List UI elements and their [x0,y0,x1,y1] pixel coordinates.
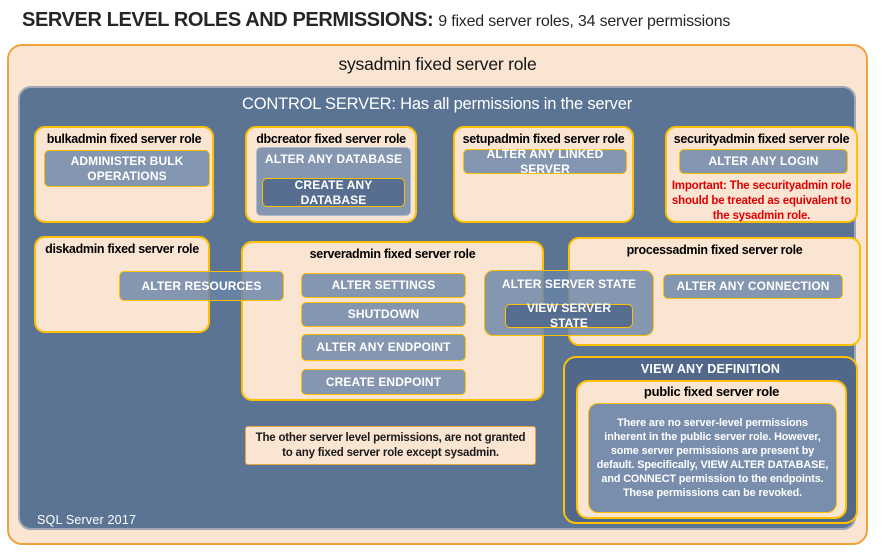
sysadmin-role-box: sysadmin fixed server role CONTROL SERVE… [7,44,868,545]
page-title-sub: 9 fixed server roles, 34 server permissi… [438,13,731,30]
setupadmin-role-box: setupadmin fixed server role ALTER ANY L… [453,126,634,223]
securityadmin-role-box: securityadmin fixed server role ALTER AN… [665,126,858,223]
page-title: SERVER LEVEL ROLES AND PERMISSIONS:9 fix… [22,9,730,32]
permission-alter-any-login: ALTER ANY LOGIN [679,149,848,174]
view-any-definition-label: VIEW ANY DEFINITION [640,362,781,376]
permission-view-server-state: VIEW SERVER STATE [505,301,633,330]
other-permissions-note: The other server level permissions, are … [245,426,536,465]
permission-alter-any-database-label: ALTER ANY DATABASE [264,152,403,166]
dbcreator-role-title: dbcreator fixed server role [256,132,406,146]
securityadmin-warning-text: Important: The securityadmin role should… [671,180,852,222]
serveradmin-role-title: serveradmin fixed server role [309,247,476,261]
permission-create-endpoint: CREATE ENDPOINT [301,369,466,395]
permission-alter-any-database: ALTER ANY DATABASE CREATE ANY DATABASE [256,147,411,216]
permission-alter-settings: ALTER SETTINGS [301,273,466,298]
public-role-box: public fixed server role There are no se… [576,380,847,519]
control-server-label: CONTROL SERVER: Has all permissions in t… [242,95,632,113]
permission-alter-server-state: ALTER SERVER STATE VIEW SERVER STATE [484,270,654,336]
permission-alter-server-state-label: ALTER SERVER STATE [501,277,637,291]
permission-alter-any-linked-server: ALTER ANY LINKED SERVER [463,147,627,176]
diskadmin-role-title: diskadmin fixed server role [45,242,199,256]
bulkadmin-role-box: bulkadmin fixed server role ADMINISTER B… [34,126,214,223]
public-role-title: public fixed server role [643,384,780,399]
sql-server-version-label: SQL Server 2017 [37,513,137,527]
permission-shutdown: SHUTDOWN [301,302,466,327]
permission-alter-any-endpoint: ALTER ANY ENDPOINT [301,334,466,361]
sysadmin-role-label: sysadmin fixed server role [338,54,537,74]
securityadmin-role-title: securityadmin fixed server role [673,132,850,146]
permission-create-any-database: CREATE ANY DATABASE [262,178,405,207]
dbcreator-role-box: dbcreator fixed server role ALTER ANY DA… [245,126,417,223]
page-title-main: SERVER LEVEL ROLES AND PERMISSIONS: [22,9,434,31]
permission-administer-bulk-operations: ADMINISTER BULK OPERATIONS [44,150,210,187]
view-any-definition-box: VIEW ANY DEFINITION public fixed server … [563,356,858,524]
public-role-note: There are no server-level permissions in… [588,403,837,513]
permission-alter-resources: ALTER RESOURCES [119,271,284,301]
setupadmin-role-title: setupadmin fixed server role [462,132,625,146]
control-server-box: CONTROL SERVER: Has all permissions in t… [18,86,861,530]
permission-alter-any-connection: ALTER ANY CONNECTION [663,274,843,299]
processadmin-role-title: processadmin fixed server role [626,243,803,257]
bulkadmin-role-title: bulkadmin fixed server role [46,132,202,146]
